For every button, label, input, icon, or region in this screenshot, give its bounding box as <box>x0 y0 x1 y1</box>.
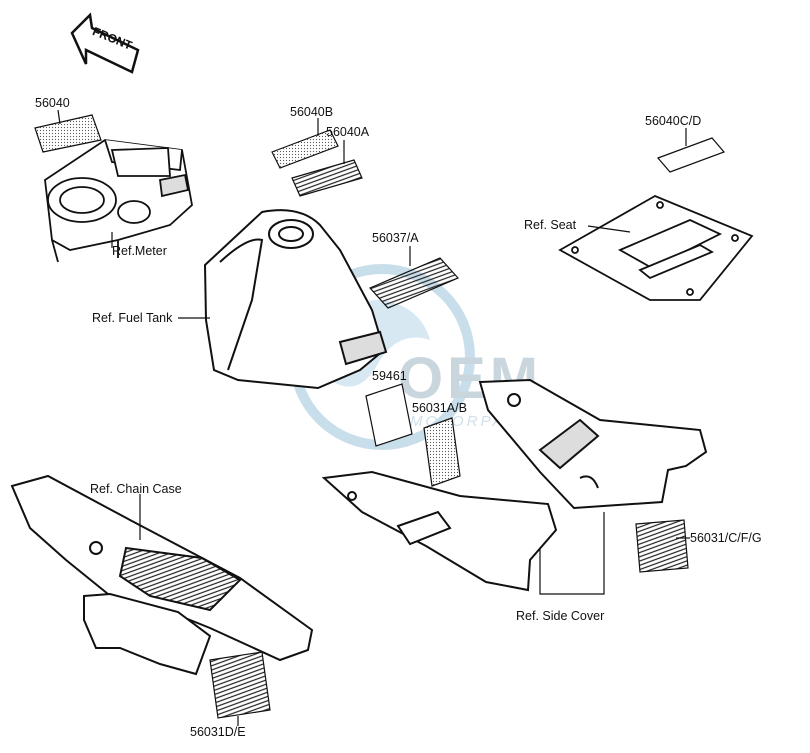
label-56040A-part: 56040A <box>291 125 370 197</box>
chain-case-bolt <box>89 541 103 555</box>
decal-56037A <box>368 257 460 309</box>
chain-case <box>10 474 314 676</box>
label-56040-part: 56040 <box>34 96 102 153</box>
label-56037A: 56037/A <box>372 231 419 245</box>
label-56031CFG-part: 56031/C/F/G <box>635 519 762 573</box>
decal-56040 <box>34 114 102 153</box>
side-cover-right-grommet <box>507 393 521 407</box>
fuel-tank-edge <box>219 238 264 371</box>
chain-case-ribs <box>118 546 242 612</box>
label-ref-fuel-tank: Ref. Fuel Tank <box>92 311 173 325</box>
side-cover-right <box>478 378 708 510</box>
label-56040A: 56040A <box>326 125 370 139</box>
side-cover-right-vent <box>538 418 600 470</box>
leader-ref-seat <box>587 225 631 233</box>
label-56040CD-part: 56040C/D <box>645 114 726 173</box>
label-56031AB-part: 56031A/B <box>412 401 467 487</box>
label-56040B: 56040B <box>290 105 333 119</box>
label-56031CFG: 56031/C/F/G <box>690 531 762 545</box>
side-cover-right-tab <box>579 475 599 489</box>
label-ref-meter: Ref.Meter <box>112 244 167 258</box>
side-cover-right-body <box>478 378 708 510</box>
side-cover-left-recess <box>396 510 452 546</box>
label-56031DE: 56031D/E <box>190 725 246 739</box>
label-56037A-part: 56037/A <box>368 231 460 309</box>
seat-assembly <box>558 195 754 301</box>
seat-hole-2 <box>731 234 739 242</box>
meter-leg <box>51 239 59 263</box>
gauge-small <box>117 200 151 224</box>
meter-assembly <box>44 139 193 263</box>
fuel-tank <box>203 209 388 390</box>
label-56031DE-part: 56031D/E <box>190 651 271 739</box>
label-56040: 56040 <box>35 96 70 110</box>
seat-hole-4 <box>686 288 694 296</box>
decal-56031AB <box>423 417 461 487</box>
decal-59461 <box>365 383 413 447</box>
leader-56040 <box>57 109 61 125</box>
label-59461-part: 59461 <box>365 369 413 447</box>
fuel-tank-bracket <box>338 330 388 366</box>
meter-display <box>110 147 171 177</box>
chain-case-lower <box>83 592 212 676</box>
seat-hole-3 <box>571 246 579 254</box>
decal-56040A <box>291 159 363 197</box>
seat-hole-1 <box>656 201 664 209</box>
label-ref-seat: Ref. Seat <box>524 218 577 232</box>
decal-56031CFG <box>635 519 689 573</box>
decal-56040CD <box>656 137 726 173</box>
speedometer-inner <box>59 186 105 214</box>
fuel-cap-inner <box>278 226 304 242</box>
fuel-tank-body <box>203 209 386 390</box>
decal-56031DE <box>209 651 271 719</box>
label-56040CD: 56040C/D <box>645 114 701 128</box>
indicator-lights <box>159 173 190 198</box>
front-arrow-shape <box>70 12 140 74</box>
label-ref-side-cover: Ref. Side Cover <box>516 609 604 623</box>
side-cover-left-hole <box>347 491 357 501</box>
side-cover-left <box>321 470 558 592</box>
label-56040B-part: 56040B <box>271 105 339 169</box>
label-56031AB: 56031A/B <box>412 401 467 415</box>
label-ref-chain-case: Ref. Chain Case <box>90 482 182 496</box>
front-arrow: FRONT <box>70 12 140 74</box>
label-59461: 59461 <box>372 369 407 383</box>
seat-slot <box>638 243 715 280</box>
seat-recess <box>617 219 723 270</box>
leader-ref-side-cover <box>539 512 605 595</box>
decal-56040B <box>271 129 339 169</box>
